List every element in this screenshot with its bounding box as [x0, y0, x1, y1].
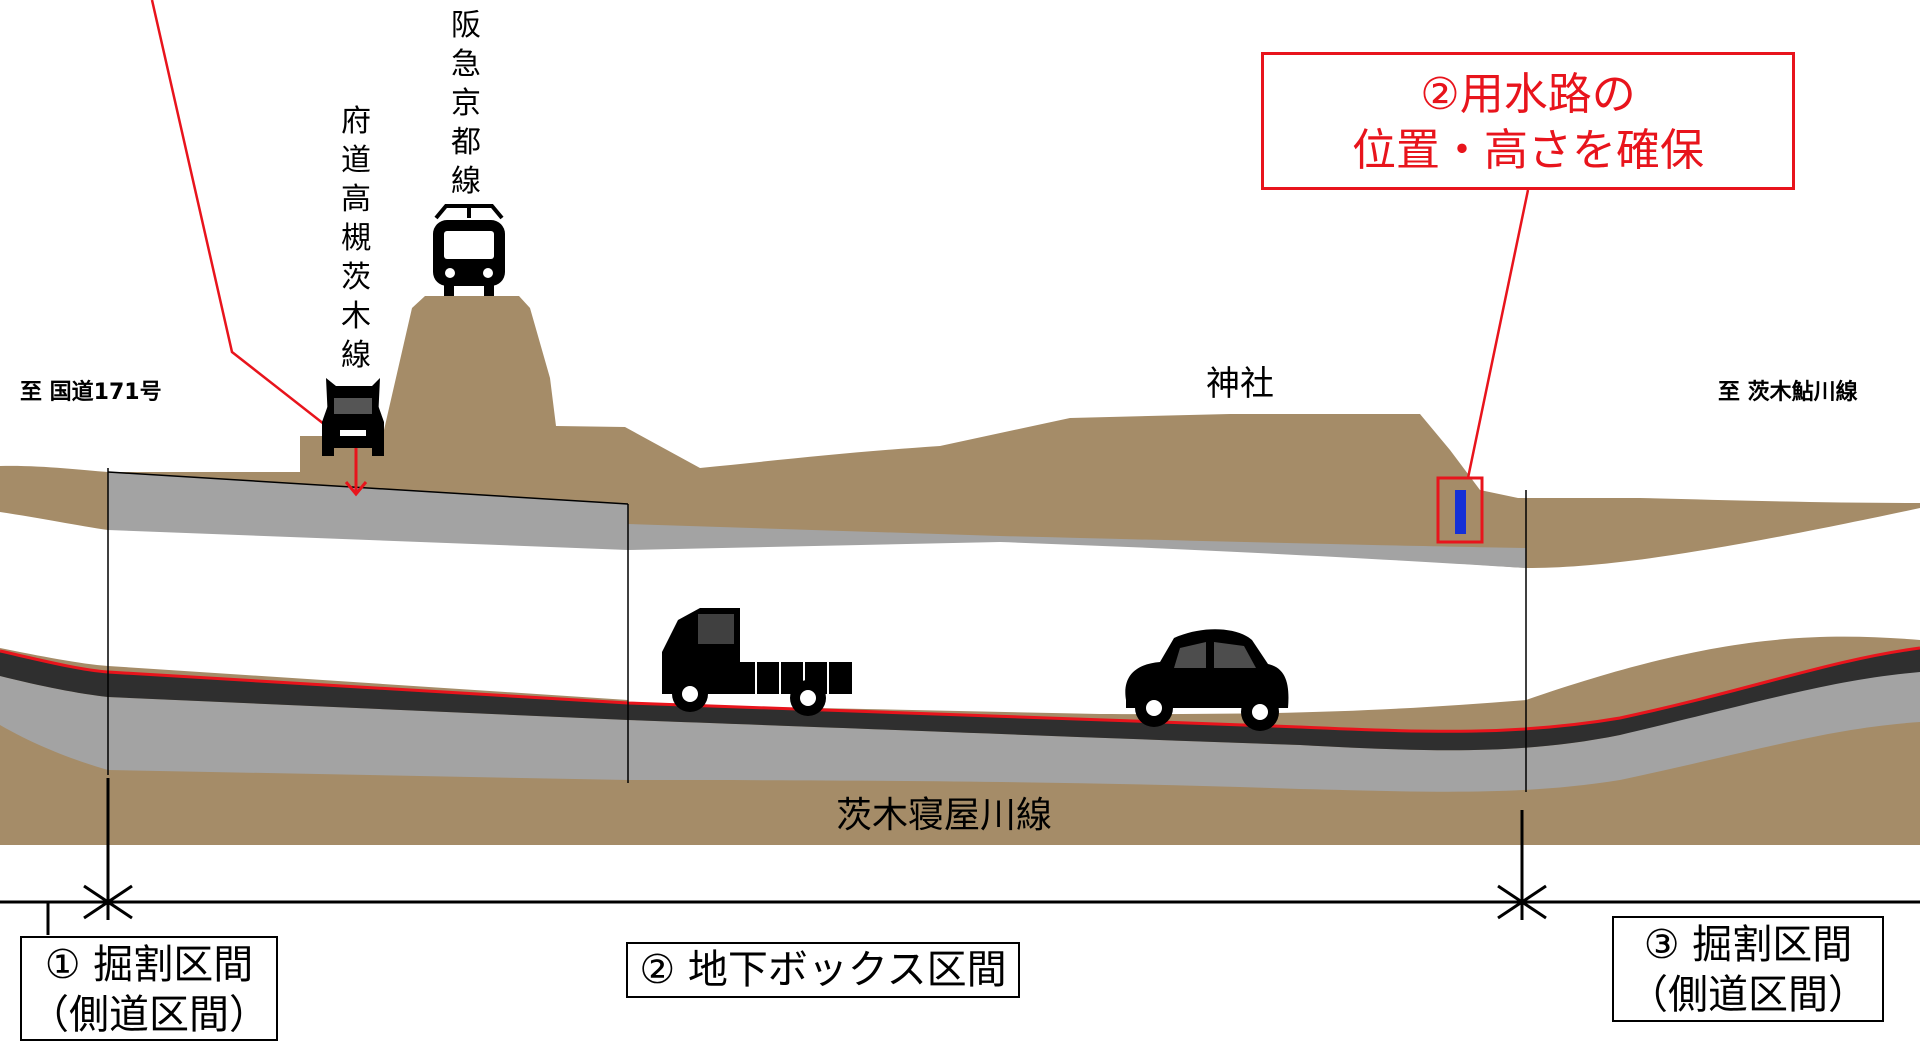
- section1-line1: ① 掘割区間: [44, 942, 254, 988]
- vertical-glyph: 京: [451, 86, 481, 121]
- callout-line2: 位置・高さを確保: [1352, 125, 1704, 176]
- section2-box: ② 地下ボックス区間: [626, 942, 1020, 998]
- section3-box: ③ 掘割区間 （側道区間）: [1612, 916, 1884, 1022]
- vertical-glyph: 木: [341, 299, 371, 334]
- pickup-truck-icon: [662, 608, 852, 716]
- box-roof-left: [108, 472, 628, 550]
- vertical-glyph: 線: [341, 338, 371, 373]
- section2-label: ② 地下ボックス区間: [639, 947, 1007, 993]
- section3-line2: （側道区間）: [1628, 972, 1868, 1018]
- vertical-glyph: 道: [341, 143, 371, 178]
- left-direction-label: 至 国道171号: [20, 380, 162, 405]
- road-label-text: 府道高槻茨木線: [334, 102, 378, 375]
- concrete-slab: [0, 665, 1920, 792]
- waterway-callout: ②用水路の 位置・高さを確保: [1261, 52, 1795, 190]
- railway-label: 阪急京都線: [444, 6, 488, 201]
- waterway-leader-line: [1466, 189, 1530, 479]
- road-label: 府道高槻茨木線: [334, 102, 378, 375]
- ground-void-upper: [0, 496, 1920, 715]
- section1-line2: （側道区間）: [29, 992, 269, 1038]
- section3-line1: ③ 掘割区間: [1643, 922, 1853, 968]
- vertical-glyph: 府: [341, 104, 371, 139]
- waterway-icon: [1455, 490, 1466, 534]
- train-icon: [433, 204, 505, 296]
- section1-box: ① 掘割区間 （側道区間）: [20, 936, 278, 1041]
- car-side-icon: [1125, 629, 1289, 731]
- vertical-glyph: 茨: [341, 260, 371, 295]
- road-below-label: 茨木寝屋川線: [836, 795, 1053, 836]
- right-direction-label: 至 茨木鮎川線: [1718, 380, 1858, 405]
- dimension-line: [0, 778, 1920, 935]
- callout-line1: ②用水路の: [1420, 69, 1636, 120]
- railway-label-text: 阪急京都線: [444, 6, 488, 201]
- road-asphalt: [0, 648, 1920, 751]
- waterway-highlight-box: [1436, 476, 1484, 544]
- car-front-icon: [322, 378, 384, 456]
- box-outline: [107, 468, 1527, 792]
- vertical-glyph: 槻: [341, 221, 371, 256]
- shrine-label: 神社: [1206, 364, 1274, 404]
- road-surface-line: [0, 646, 1920, 733]
- vertical-glyph: 都: [451, 125, 481, 160]
- box-roof-right: [628, 524, 1526, 568]
- vertical-glyph: 線: [451, 164, 481, 199]
- red-leader-line: [150, 0, 353, 447]
- vertical-glyph: 急: [451, 47, 481, 82]
- vertical-glyph: 高: [341, 182, 371, 217]
- vertical-glyph: 阪: [451, 8, 481, 43]
